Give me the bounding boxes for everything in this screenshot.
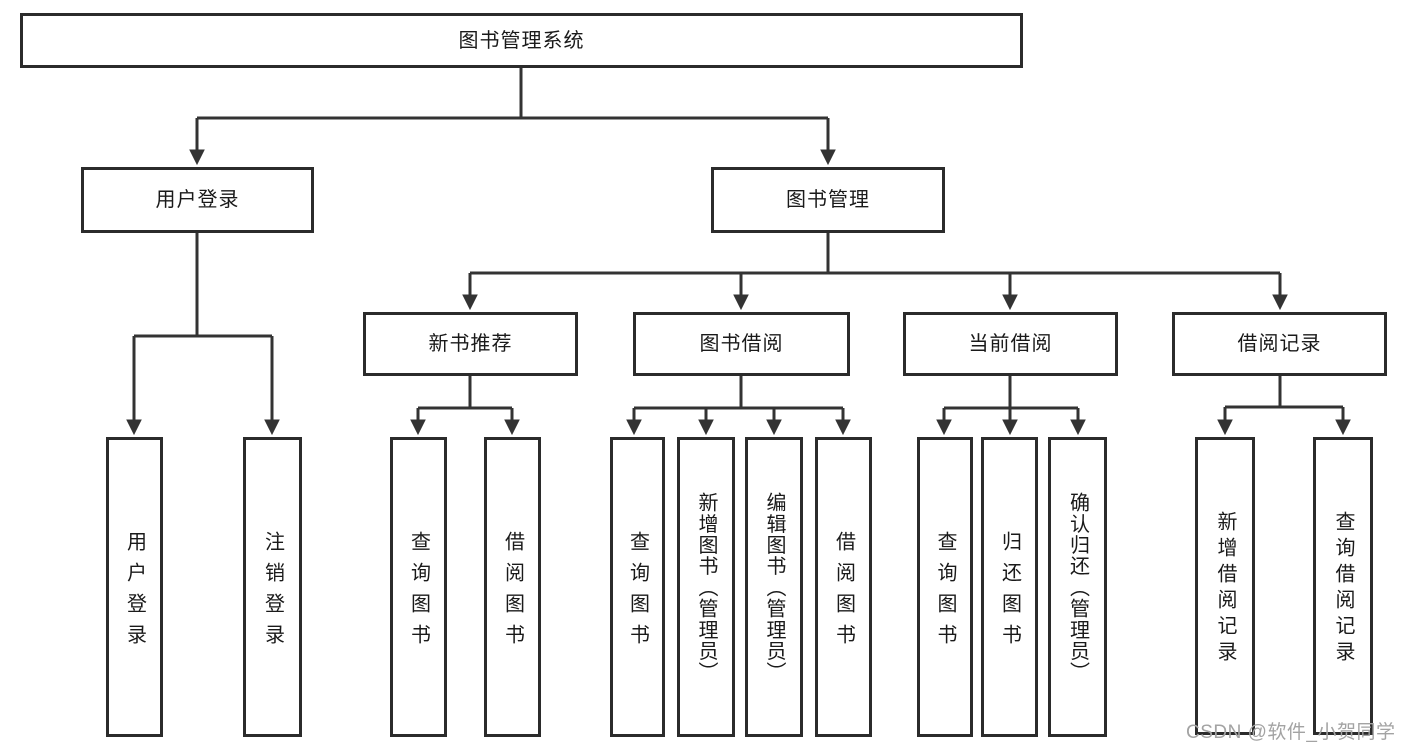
leaf-confirm-return-admin-label: 确认归还（管理员） — [1066, 491, 1089, 683]
leaf-query-book-borrow-label: 查询图书 — [626, 530, 649, 655]
node-current-borrow-label: 当前借阅 — [968, 333, 1053, 355]
leaf-edit-book-admin: 编辑图书（管理员） — [745, 437, 803, 737]
leaf-query-book-borrow: 查询图书 — [610, 437, 665, 737]
node-borrow-records: 借阅记录 — [1172, 312, 1387, 376]
leaf-query-borrow-record: 查询借阅记录 — [1313, 437, 1373, 735]
node-book-management: 图书管理 — [711, 167, 945, 233]
leaf-query-book-recommend-label: 查询图书 — [407, 530, 430, 655]
node-new-book-recommend: 新书推荐 — [363, 312, 578, 376]
leaf-query-book-recommend: 查询图书 — [390, 437, 447, 737]
leaf-edit-book-admin-label: 编辑图书（管理员） — [763, 491, 785, 683]
node-book-borrow: 图书借阅 — [633, 312, 850, 376]
node-root-label: 图书管理系统 — [458, 29, 585, 52]
leaf-query-borrow-record-label: 查询借阅记录 — [1332, 511, 1354, 667]
node-book-management-label: 图书管理 — [786, 189, 870, 211]
leaf-confirm-return-admin: 确认归还（管理员） — [1048, 437, 1107, 737]
leaf-query-book-current-label: 查询图书 — [934, 530, 956, 655]
node-borrow-records-label: 借阅记录 — [1237, 333, 1322, 355]
leaf-query-book-current: 查询图书 — [917, 437, 973, 737]
leaf-add-book-admin-label: 新增图书（管理员） — [695, 491, 717, 683]
leaf-add-borrow-record: 新增借阅记录 — [1195, 437, 1255, 735]
leaf-user-login-label: 用户登录 — [123, 530, 146, 655]
node-user-login-label: 用户登录 — [155, 189, 240, 211]
leaf-return-book: 归还图书 — [981, 437, 1038, 737]
leaf-add-borrow-record-label: 新增借阅记录 — [1214, 511, 1236, 667]
leaf-borrow-book-label: 借阅图书 — [832, 530, 855, 655]
leaf-return-book-label: 归还图书 — [998, 530, 1021, 655]
leaf-logout: 注销登录 — [243, 437, 302, 737]
node-book-borrow-label: 图书借阅 — [699, 333, 784, 355]
leaf-borrow-book-recommend: 借阅图书 — [484, 437, 541, 737]
leaf-logout-label: 注销登录 — [261, 530, 284, 655]
node-current-borrow: 当前借阅 — [903, 312, 1118, 376]
leaf-user-login: 用户登录 — [106, 437, 163, 737]
leaf-add-book-admin: 新增图书（管理员） — [677, 437, 735, 737]
leaf-borrow-book-recommend-label: 借阅图书 — [501, 530, 524, 655]
node-root: 图书管理系统 — [20, 13, 1023, 68]
node-new-book-recommend-label: 新书推荐 — [428, 333, 513, 355]
csdn-watermark: CSDN @软件_小贺同学 — [1186, 722, 1396, 743]
leaf-borrow-book: 借阅图书 — [815, 437, 872, 737]
node-user-login: 用户登录 — [81, 167, 314, 233]
